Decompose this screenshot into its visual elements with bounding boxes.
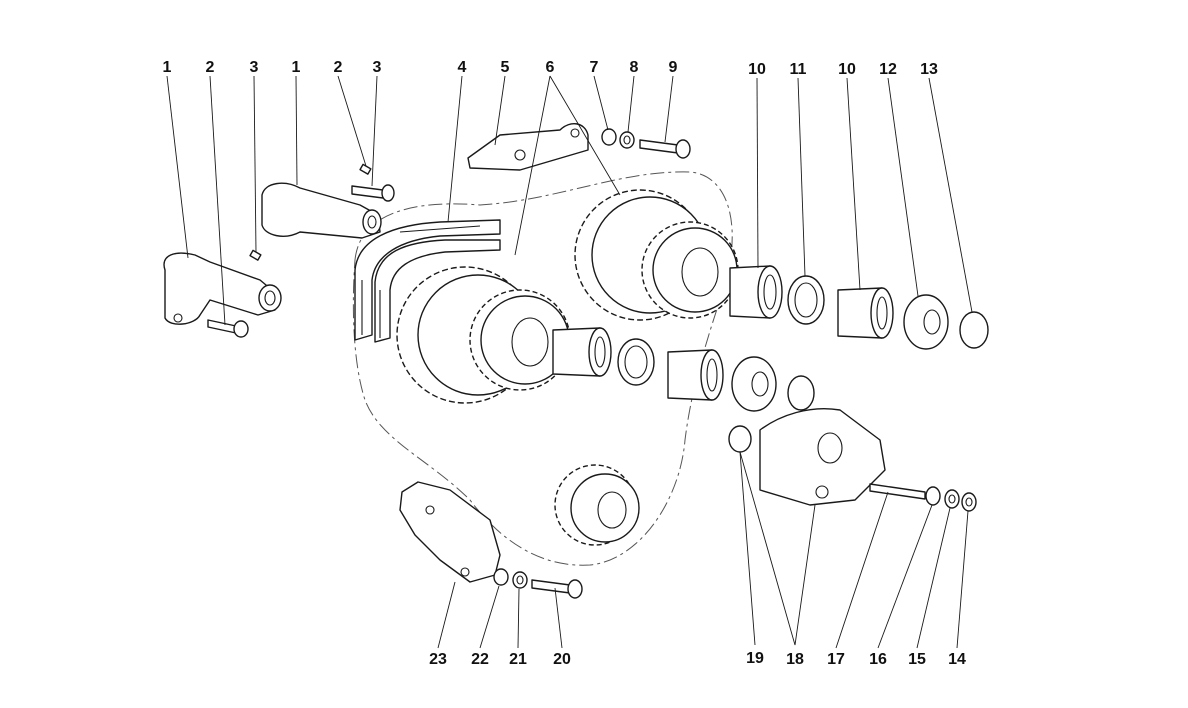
- callout-9: 9: [669, 59, 678, 76]
- bearing-10-upper-b: [837, 287, 894, 339]
- bearing-lower-b: [667, 349, 724, 401]
- callout-2-middle: 2: [334, 59, 343, 76]
- washer-8: [619, 131, 635, 149]
- pin-3-middle: [359, 163, 372, 175]
- callout-6: 6: [546, 59, 555, 76]
- drive-chain: [354, 219, 501, 343]
- callout-14: 14: [948, 651, 966, 668]
- chain-tensioner-18: [759, 408, 886, 506]
- washer-16: [925, 486, 941, 506]
- callout-10-a: 10: [748, 61, 766, 78]
- oil-seal-lower: [731, 356, 777, 412]
- leader-lines: [166, 75, 973, 649]
- bearing-lower-a: [552, 327, 612, 377]
- gear-cluster-lower: [396, 266, 571, 404]
- callouts: 1 2 3 1 2 3 4 5 6 7 8 9 10 11 10 12 13 2…: [163, 59, 966, 668]
- bearing-10-upper-a: [729, 265, 783, 319]
- callout-21: 21: [509, 651, 527, 668]
- callout-19: 19: [746, 650, 764, 667]
- callout-3-middle: 3: [373, 59, 382, 76]
- circlip-lower: [787, 375, 815, 411]
- callout-7: 7: [590, 59, 599, 76]
- nut-14: [961, 492, 977, 512]
- callout-8: 8: [630, 59, 639, 76]
- chain-guide-top: [467, 123, 589, 171]
- callout-12: 12: [879, 61, 897, 78]
- callout-1-middle: 1: [292, 59, 301, 76]
- callout-11: 11: [790, 61, 807, 78]
- callout-22: 22: [471, 651, 489, 668]
- callout-20: 20: [553, 651, 571, 668]
- screw-2-left: [207, 319, 249, 338]
- seal-ring-11: [787, 275, 825, 325]
- callout-5: 5: [501, 59, 510, 76]
- pin-3-left: [249, 249, 262, 261]
- callout-16: 16: [869, 651, 887, 668]
- screw-20: [531, 579, 583, 599]
- washer-22: [493, 568, 509, 586]
- gear-cluster-upper: [574, 189, 739, 321]
- callout-23: 23: [429, 651, 447, 668]
- callout-4: 4: [458, 59, 467, 76]
- callout-15: 15: [908, 651, 926, 668]
- flanged-shaft-middle: [261, 182, 382, 239]
- flanged-shaft-left: [163, 252, 282, 325]
- callout-18: 18: [786, 651, 804, 668]
- circlip-19: [728, 425, 752, 453]
- oil-seal-12: [903, 294, 949, 350]
- callout-10-b: 10: [838, 61, 856, 78]
- callout-1-left: 1: [163, 59, 172, 76]
- screw-2-middle: [351, 184, 395, 202]
- crank-gear: [554, 464, 640, 546]
- stud-17: [869, 483, 926, 500]
- seal-ring-lower: [617, 338, 655, 386]
- circlip-13: [959, 311, 989, 349]
- callout-13: 13: [920, 61, 938, 78]
- callout-3-left: 3: [250, 59, 259, 76]
- washer-15: [944, 489, 960, 509]
- chain-path-outline: [352, 171, 733, 566]
- chain-guide-23: [399, 481, 501, 583]
- washer-21: [512, 571, 528, 589]
- screw-9: [639, 139, 691, 159]
- callout-2-left: 2: [206, 59, 215, 76]
- washer-7: [601, 128, 617, 146]
- callout-17: 17: [827, 651, 845, 668]
